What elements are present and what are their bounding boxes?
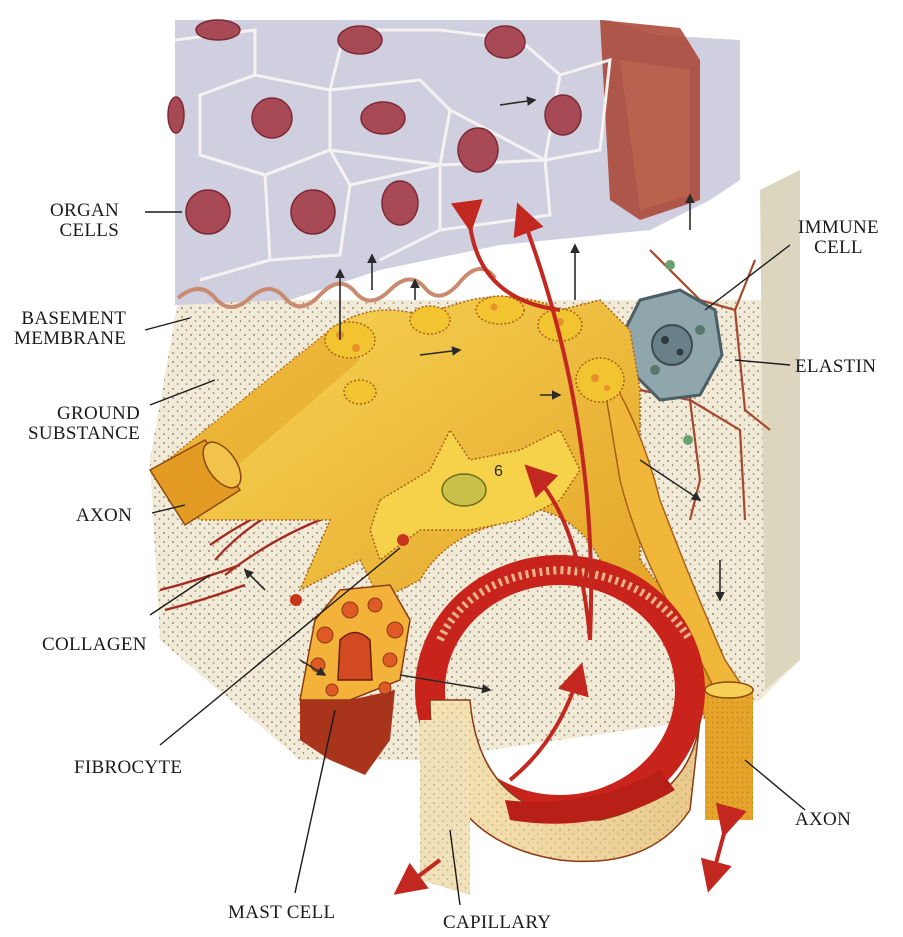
label-fibrocyte: FIBROCYTE — [74, 758, 182, 778]
label-axon-right: AXON — [795, 810, 851, 830]
label-basement-membrane: BASEMENT MEMBRANE — [14, 309, 126, 349]
label-organ-cells: ORGAN CELLS — [50, 201, 119, 241]
fibrocyte-marker: 6 — [494, 463, 503, 480]
label-elastin: ELASTIN — [795, 357, 876, 377]
label-collagen: COLLAGEN — [42, 635, 147, 655]
label-mast-cell: MAST CELL — [228, 903, 335, 923]
label-immune-cell: IMMUNE CELL — [798, 218, 879, 258]
label-axon-left: AXON — [76, 506, 132, 526]
organ-cells-layer — [168, 20, 740, 307]
label-ground-substance: GROUND SUBSTANCE — [28, 404, 140, 444]
label-capillary: CAPILLARY — [443, 913, 551, 933]
